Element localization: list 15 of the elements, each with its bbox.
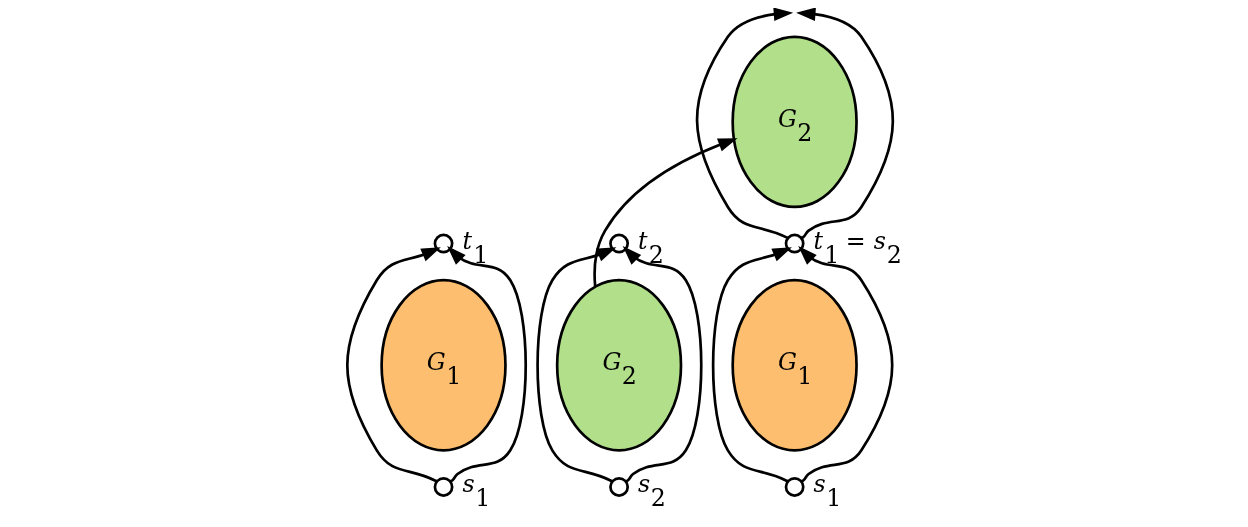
arrow <box>711 247 792 483</box>
arrow <box>447 246 528 483</box>
node-circle <box>609 233 630 254</box>
arrow <box>796 8 895 240</box>
arrow <box>536 247 617 483</box>
node-circle <box>784 477 805 497</box>
node-circle <box>433 233 454 254</box>
node-circle <box>433 477 454 497</box>
arrow <box>798 246 894 483</box>
arrow <box>695 8 794 240</box>
arrow <box>622 246 703 483</box>
arrow <box>593 138 738 287</box>
arrow <box>346 247 441 483</box>
node-circle <box>609 477 630 497</box>
node-circle <box>784 233 805 254</box>
